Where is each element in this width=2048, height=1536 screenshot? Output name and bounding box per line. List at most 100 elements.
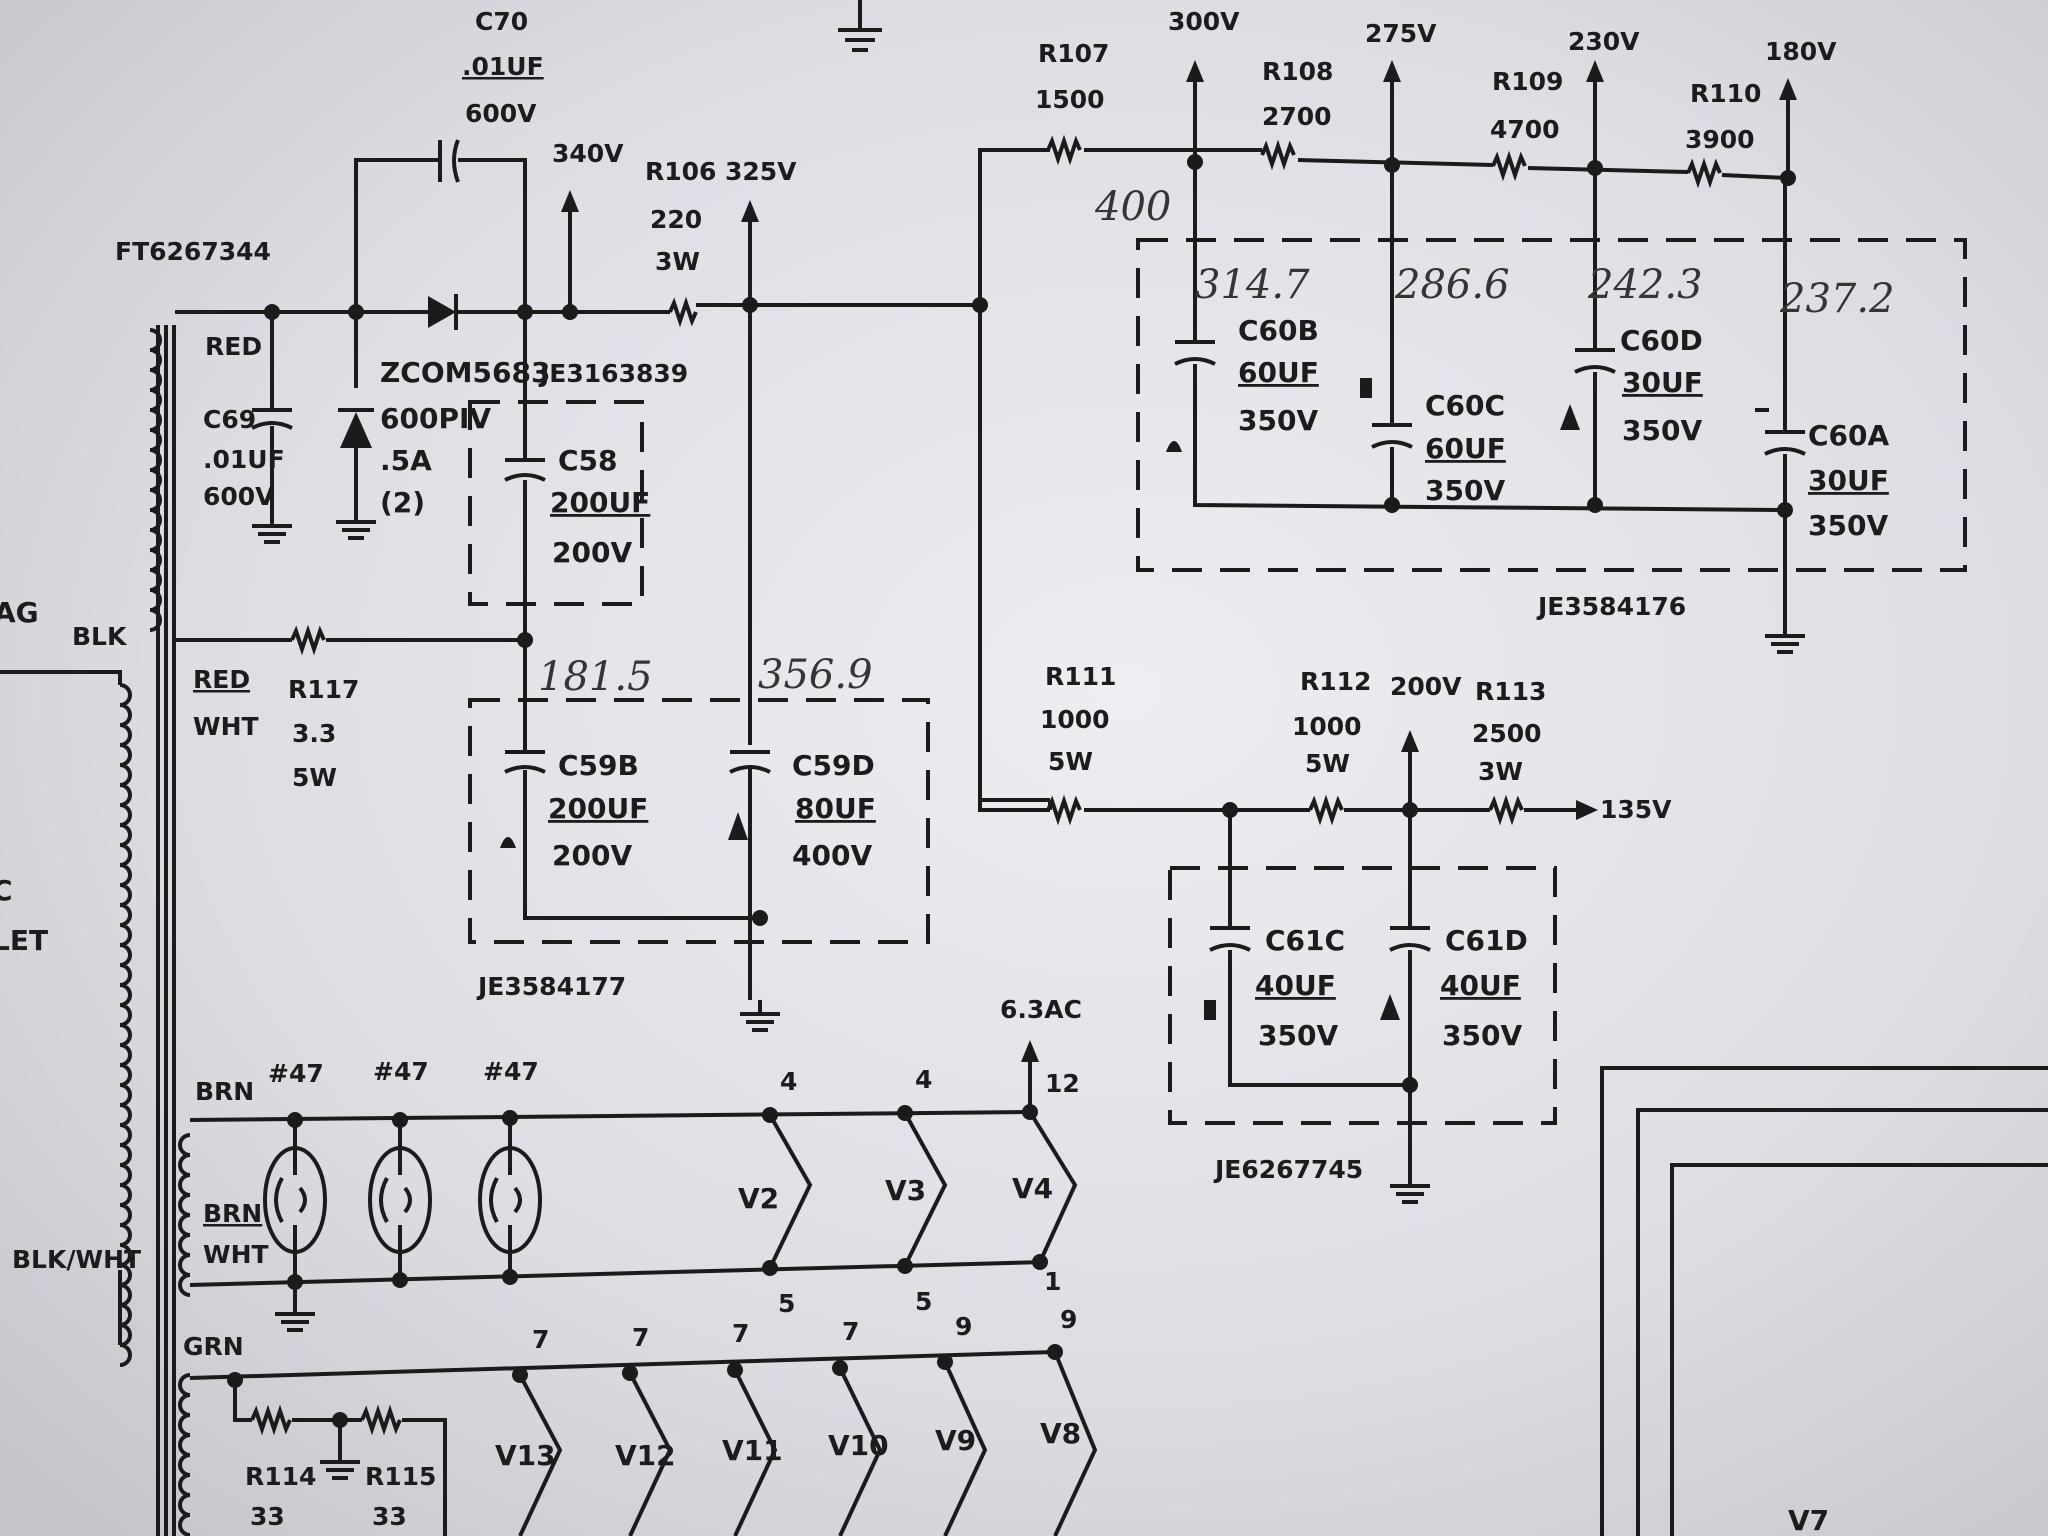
resistor-r113 (1488, 794, 1524, 826)
handwritten-181-5: 181.5 (538, 654, 653, 700)
junction-dot (1022, 1104, 1038, 1120)
lead-red-wht-top: RED (193, 665, 250, 694)
junction-dot (1402, 802, 1418, 818)
r106-watt: 3W (655, 247, 700, 276)
pin-v13: 7 (532, 1325, 549, 1354)
junction-dot (972, 297, 988, 313)
c61d-voltage: 350V (1442, 1019, 1522, 1052)
c58-voltage: 200V (552, 536, 632, 569)
resistor-r114 (250, 1404, 292, 1436)
r114-name: R114 (245, 1462, 316, 1491)
diode-piv: 600PIV (380, 402, 491, 435)
r117-name: R117 (288, 675, 359, 704)
pin-v4-top: 12 (1045, 1069, 1080, 1098)
voltage-300v: 300V (1168, 7, 1240, 36)
c61c-value: 40UF (1255, 969, 1336, 1002)
junction-dot (1402, 1077, 1418, 1093)
lamp-2-label: #47 (373, 1057, 429, 1086)
voltage-230v: 230V (1568, 27, 1640, 56)
lower-chain-wiring (978, 742, 1580, 1172)
junction-dot (1384, 157, 1400, 173)
junction-dot (287, 1112, 303, 1128)
capacitor-c70 (438, 139, 460, 183)
r106-name: R106 (645, 157, 716, 186)
voltage-135v: 135V (1600, 795, 1672, 824)
power-transformer (0, 325, 191, 1536)
r111-watt: 5W (1048, 747, 1093, 776)
pin-v2-bottom: 5 (778, 1289, 795, 1318)
junction-dot (1780, 170, 1796, 186)
r113-name: R113 (1475, 677, 1546, 706)
junction-dot (727, 1362, 743, 1378)
c59b-voltage: 200V (552, 839, 632, 872)
c60a-value: 30UF (1808, 464, 1889, 497)
ground-fragment-top (838, 0, 882, 52)
r109-name: R109 (1492, 67, 1563, 96)
r117-value: 3.3 (292, 719, 336, 748)
pin-v2-top: 4 (780, 1067, 797, 1096)
arrow-230v (1586, 60, 1604, 82)
c61c-voltage: 350V (1258, 1019, 1338, 1052)
junction-dot (1587, 160, 1603, 176)
junction-dot (1384, 497, 1400, 513)
capacitor-c60c (1371, 423, 1413, 449)
lead-brn-wht-top: BRN (203, 1199, 262, 1228)
capacitor-c60b (1174, 340, 1216, 366)
polarity-mark-semicircle (1166, 441, 1182, 452)
lead-grn: GRN (183, 1332, 244, 1361)
junction-dot (752, 910, 768, 926)
junction-dot (392, 1112, 408, 1128)
capacitor-c69 (251, 408, 293, 430)
voltage-200v: 200V (1390, 672, 1462, 701)
pin-v10: 7 (842, 1317, 859, 1346)
c69-name: C69 (203, 405, 256, 434)
junction-dot (502, 1269, 518, 1285)
polarity-mark-square (500, 837, 516, 848)
c60b-name: C60B (1238, 314, 1319, 347)
junction-dot (517, 304, 533, 320)
r108-name: R108 (1262, 57, 1333, 86)
c61d-value: 40UF (1440, 969, 1521, 1002)
resistor-r111 (1046, 794, 1082, 826)
junction-dot (517, 632, 533, 648)
r115-value: 33 (372, 1502, 407, 1531)
edge-text-3: LET (0, 924, 48, 957)
c59b-name: C59B (558, 749, 639, 782)
pin-v9: 9 (955, 1312, 972, 1341)
edge-text-1: AG (0, 596, 39, 629)
arrow-340v (561, 190, 579, 312)
diode-series (428, 294, 458, 330)
r107-name: R107 (1038, 39, 1109, 68)
pin-v8: 9 (1060, 1305, 1077, 1334)
tube-v11: V11 (722, 1434, 783, 1467)
c60c-voltage: 350V (1425, 474, 1505, 507)
tube-v9: V9 (935, 1424, 976, 1457)
c60a-voltage: 350V (1808, 509, 1888, 542)
junction-dot (1222, 802, 1238, 818)
resistor-r110 (1686, 157, 1722, 189)
diode-part: ZCOM5683 (380, 356, 550, 389)
c58-name: C58 (558, 444, 618, 477)
r112-watt: 5W (1305, 749, 1350, 778)
junction-dot (622, 1365, 638, 1381)
capacitor-c59d (729, 750, 771, 774)
lead-blk: BLK (72, 622, 128, 651)
junction-dot (762, 1260, 778, 1276)
c70-name: C70 (475, 7, 528, 36)
r113-value: 2500 (1472, 719, 1542, 748)
tube-v3: V3 (885, 1174, 926, 1207)
capacitor-c58 (504, 458, 546, 482)
tube-v4: V4 (1012, 1172, 1053, 1205)
capacitor-c60d (1574, 348, 1616, 374)
c60-box-part: JE3584176 (1536, 592, 1686, 621)
voltage-275v: 275V (1365, 19, 1437, 48)
tube-v2: V2 (738, 1182, 779, 1215)
capacitor-c59b (504, 750, 546, 774)
junction-dot (762, 1107, 778, 1123)
polarity-mark-dash (1755, 408, 1769, 412)
r112-value: 1000 (1292, 712, 1362, 741)
lead-blk-wht: BLK/WHT (12, 1245, 141, 1274)
arrow-135v (1576, 800, 1598, 820)
c60b-voltage: 350V (1238, 404, 1318, 437)
